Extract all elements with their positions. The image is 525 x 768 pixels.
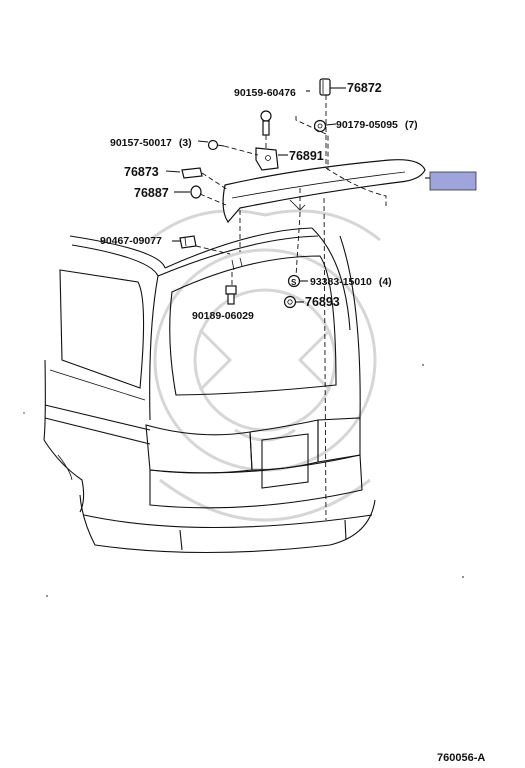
stud-icon: S — [287, 274, 301, 288]
van-body — [43, 227, 376, 554]
highlight-marker — [429, 171, 477, 191]
watermark-emblem — [149, 209, 381, 522]
callout-p10: 76893 — [305, 295, 340, 309]
bolt-icon — [260, 110, 272, 136]
callout-p4-qty: (7) — [405, 119, 418, 131]
callout-p3: 90157-50017 — [110, 137, 172, 149]
cap-plug-icon — [319, 78, 331, 96]
callout-p9-qty: (4) — [379, 276, 392, 288]
svg-text:93383-15010 (4): 93383-15010 (4) — [310, 276, 392, 288]
clip-icon — [179, 235, 197, 249]
svg-text:90157-50017 (3): 90157-50017 (3) — [110, 137, 192, 149]
scan-specks — [23, 364, 464, 597]
bracket-icon — [255, 147, 279, 171]
callout-labels: 90159-60476 76872 90157-50017 (3) 90179-… — [100, 81, 418, 322]
grommet-icon — [190, 185, 202, 199]
leader-lines — [165, 87, 430, 521]
callout-p6: 76873 — [124, 165, 159, 179]
nut-icon — [313, 119, 327, 133]
figure-code: 760056-A — [437, 752, 485, 764]
bolt-icon — [225, 285, 237, 305]
washer-nut-icon — [283, 295, 297, 309]
callout-p1: 90159-60476 — [234, 87, 296, 99]
callout-p2: 76872 — [347, 81, 382, 95]
callout-p8: 90467-09077 — [100, 235, 162, 247]
callout-p3-qty: (3) — [179, 137, 192, 149]
screw-icon — [207, 139, 225, 151]
pad-icon — [181, 167, 203, 179]
rear-spoiler — [222, 159, 426, 223]
callout-p5: 76891 — [289, 149, 324, 163]
callout-p11: 90189-06029 — [192, 310, 254, 322]
svg-text:90179-05095 (7): 90179-05095 (7) — [336, 119, 418, 131]
svg-text:S: S — [291, 278, 297, 287]
callout-p7: 76887 — [134, 186, 169, 200]
callout-p9: 93383-15010 — [310, 276, 372, 288]
callout-p4: 90179-05095 — [336, 119, 398, 131]
